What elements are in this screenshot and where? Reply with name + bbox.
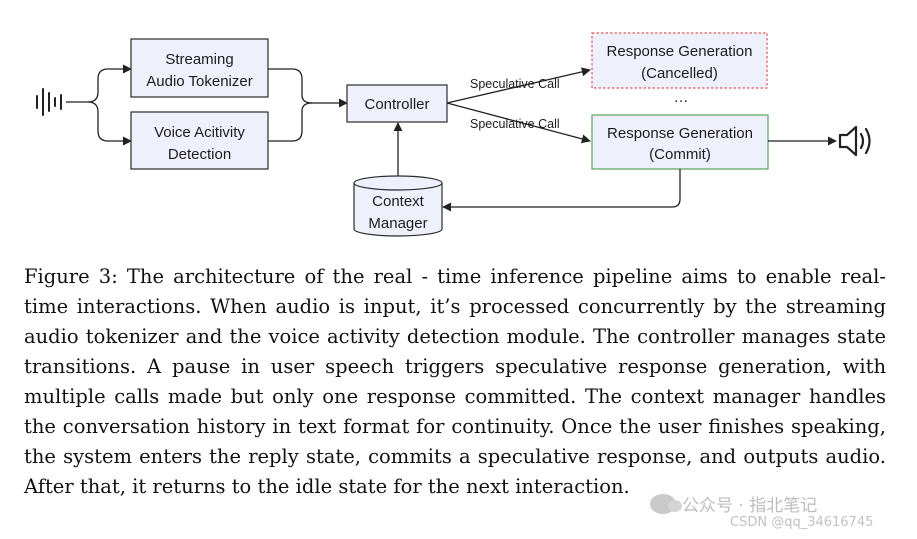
- cancelled-label-line1: Response Generation: [607, 43, 753, 60]
- speaker-icon: [838, 125, 871, 157]
- tokenizer-label-line1: Streaming: [165, 51, 233, 68]
- controller-node: Controller: [346, 84, 448, 123]
- commit-label-line2: (Commit): [649, 146, 711, 163]
- speculative-call-label-bottom: Speculative Call: [470, 117, 560, 131]
- speculative-call-label-top: Speculative Call: [470, 77, 560, 91]
- architecture-diagram: Streaming Audio Tokenizer Voice Acitivit…: [36, 32, 871, 237]
- context-manager-node: Context Manager: [353, 175, 443, 237]
- tokenizer-label-line2: Audio Tokenizer: [146, 73, 252, 90]
- wechat-watermark: 公众号 · 指北笔记: [650, 491, 817, 516]
- commit-to-context-edge: [442, 169, 681, 212]
- response-generation-cancelled-node: Response Generation (Cancelled): [591, 32, 768, 89]
- vad-label-line2: Detection: [168, 146, 231, 163]
- audio-waveform-icon: [36, 88, 62, 116]
- vad-label-line1: Voice Acitivity: [154, 124, 245, 141]
- figure-caption: Figure 3: The architecture of the real -…: [24, 265, 886, 498]
- merge-edges: [268, 68, 348, 142]
- speculative-edges: [446, 67, 591, 144]
- response-generation-commit-node: Response Generation (Commit): [591, 114, 769, 170]
- streaming-audio-tokenizer-node: Streaming Audio Tokenizer: [130, 38, 269, 98]
- wechat-watermark-text: 公众号 · 指北笔记: [682, 496, 818, 516]
- context-label-line2: Manager: [368, 215, 427, 232]
- commit-label-line1: Response Generation: [607, 125, 753, 142]
- ellipsis-label: …: [674, 89, 689, 106]
- context-label-line1: Context: [372, 193, 425, 210]
- cancelled-label-line2: (Cancelled): [641, 65, 718, 82]
- csdn-watermark: CSDN @qq_34616745: [730, 515, 874, 530]
- wechat-logo-icon: [650, 493, 682, 514]
- voice-activity-detection-node: Voice Acitivity Detection: [130, 111, 269, 170]
- input-split-edges: [66, 64, 132, 146]
- controller-label: Controller: [364, 96, 429, 113]
